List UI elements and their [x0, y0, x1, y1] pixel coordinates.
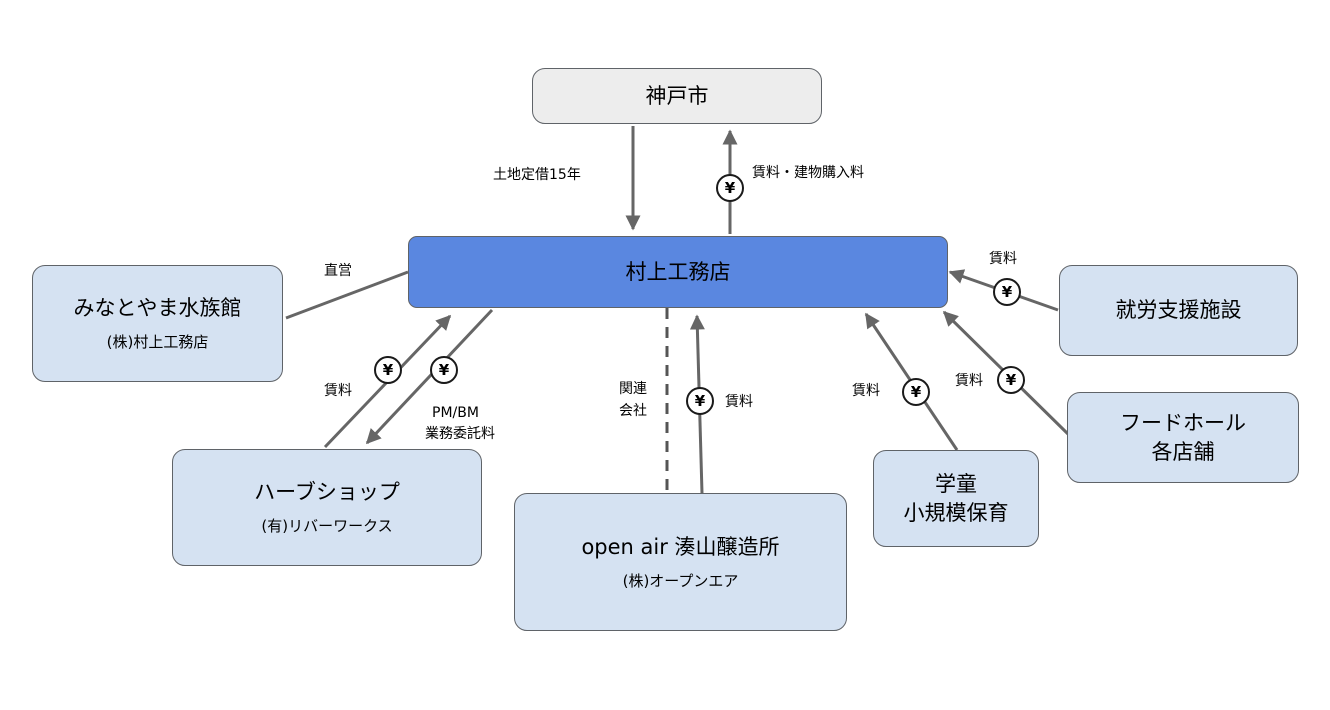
edge-direct [285, 270, 409, 320]
label-land-lease: 土地定借15年 [493, 167, 581, 183]
node-minatoyama-aquarium: みなとやま水族館 (株)村上工務店 [32, 265, 283, 382]
label-direct: 直営 [324, 263, 352, 279]
yen-icon: ¥ [997, 366, 1025, 394]
label-pmbm-2: 業務委託料 [425, 426, 495, 442]
node-gakudo-nursery: 学童 小規模保育 [873, 450, 1039, 547]
node-food-hall: フードホール 各店舗 [1067, 392, 1299, 483]
herb-shop-title: ハーブショップ [254, 480, 400, 504]
label-related-2: 会社 [619, 403, 647, 419]
label-pmbm-1: PM/BM [432, 405, 479, 421]
minatoyama-title: みなとやま水族館 [73, 296, 242, 320]
yen-icon: ¥ [993, 278, 1021, 306]
yen-icon: ¥ [686, 387, 714, 415]
yen-icon: ¥ [374, 356, 402, 384]
node-herb-shop: ハーブショップ (有)リバーワークス [172, 449, 482, 566]
food-hall-line-2: 各店舗 [1151, 439, 1215, 464]
yen-icon: ¥ [716, 174, 744, 202]
node-open-air-brewery: open air 湊山醸造所 (株)オープンエア [514, 493, 847, 631]
label-related-1: 関連 [619, 381, 647, 397]
food-hall-line-1: フードホール [1120, 410, 1246, 435]
gakudo-line-1: 学童 [935, 471, 977, 496]
yen-icon: ¥ [902, 378, 930, 406]
label-rent-herb: 賃料 [324, 383, 352, 399]
label-rent-gakudo: 賃料 [852, 383, 880, 399]
edge-pmbm [365, 308, 494, 445]
open-air-title: open air 湊山醸造所 [581, 534, 780, 559]
label-rent-food: 賃料 [955, 373, 983, 389]
open-air-operator: (株)オープンエア [622, 571, 739, 590]
label-rent-shuro: 賃料 [989, 251, 1017, 267]
node-kobe-city: 神戸市 [532, 68, 822, 124]
label-rent-building: 賃料・建物購入料 [752, 165, 864, 181]
kobe-city-title: 神戸市 [645, 83, 709, 108]
employment-support-title: 就労支援施設 [1115, 298, 1242, 322]
minatoyama-operator: (株)村上工務店 [106, 333, 209, 351]
node-employment-support: 就労支援施設 [1059, 265, 1298, 356]
label-rent-openair: 賃料 [725, 394, 753, 410]
node-murakami-koumuten: 村上工務店 [408, 236, 948, 308]
gakudo-line-2: 小規模保育 [903, 500, 1009, 525]
herb-shop-operator: (有)リバーワークス [261, 517, 393, 535]
murakami-title: 村上工務店 [625, 259, 731, 284]
yen-icon: ¥ [430, 356, 458, 384]
